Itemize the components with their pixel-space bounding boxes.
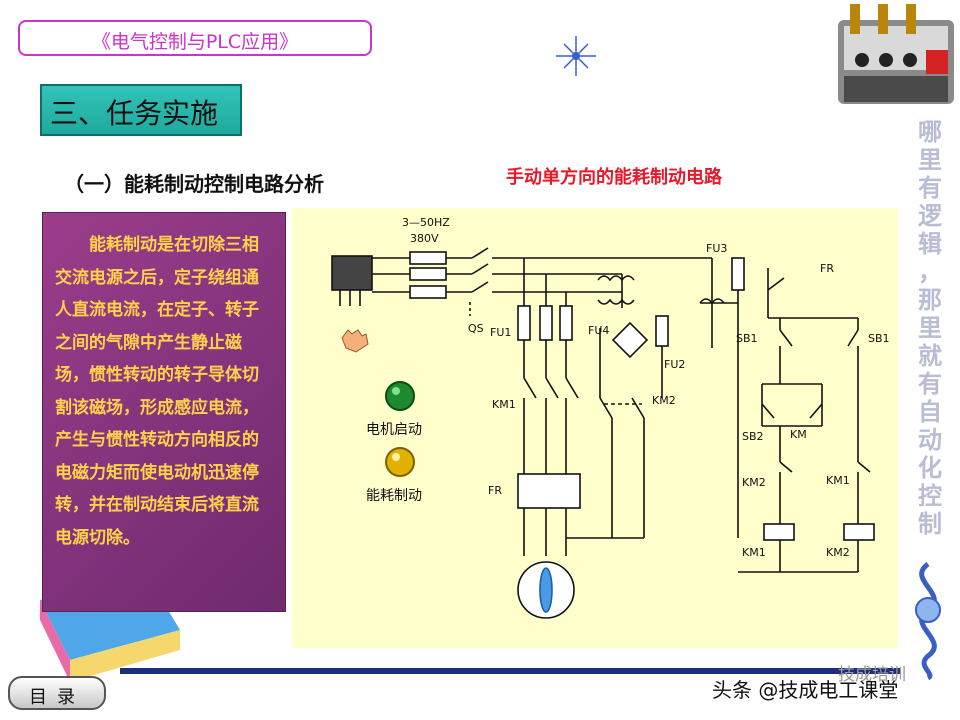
fr-control-label: FR	[820, 262, 834, 275]
slogan-char: 就	[918, 342, 942, 370]
course-title-box: 《电气控制与PLC应用》	[18, 20, 372, 56]
fu3-label: FU3	[706, 242, 727, 255]
watermark: 头条 @技成电工课堂	[712, 678, 899, 702]
watermark-background-text: 技成培训	[838, 665, 906, 685]
fu4-label: FU4	[588, 324, 609, 337]
km1-coil-label: KM1	[742, 546, 766, 559]
slogan-char: ，	[918, 258, 942, 286]
start-button-label: 电机启动	[366, 422, 422, 438]
start-button[interactable]: 电机启动	[366, 381, 422, 438]
thermal-relay-image	[838, 4, 954, 104]
ornament-decoration	[915, 561, 941, 680]
sb1-left-label: SB1	[736, 332, 758, 345]
description-box: 能耗制动是在切除三相交流电源之后，定子绕组通人直流电流，在定子、转子之间的气隙中…	[42, 212, 286, 612]
supply-voltage-label: 380V	[410, 232, 439, 245]
menu-button-label: 目录	[29, 687, 85, 708]
supply-frequency-label: 3—50HZ	[402, 216, 450, 229]
km1-main-label: KM1	[492, 398, 516, 411]
slogan-char: 有	[918, 370, 942, 398]
slogan-char: 控	[918, 482, 942, 510]
slogan-char: 制	[918, 510, 942, 538]
diagram-background	[292, 208, 898, 648]
km2-main-label: KM2	[652, 394, 676, 407]
sparkle-decoration	[556, 36, 596, 76]
brake-button-label: 能耗制动	[366, 488, 422, 504]
km2-interlock-label: KM2	[742, 476, 766, 489]
description-text: 能耗制动是在切除三相交流电源之后，定子绕组通人直流电流，在定子、转子之间的气隙中…	[55, 235, 259, 548]
slogan-char: 那	[918, 286, 942, 314]
circuit-diagram: 3—50HZ 380V QS FU1 FU4 FU2 FU3 KM1 KM2 F…	[292, 208, 898, 648]
slogan-char: 自	[918, 398, 942, 426]
km2-coil-label: KM2	[826, 546, 850, 559]
hand-pointer-icon	[341, 329, 369, 353]
course-title: 《电气控制与PLC应用》	[91, 31, 299, 53]
vertical-slogan: 哪 里 有 逻 辑 ， 那 里 就 有 自 动 化 控 制	[912, 118, 948, 538]
fu1-label: FU1	[490, 326, 511, 339]
slogan-char: 动	[918, 426, 942, 454]
sub-heading: （一）能耗制动控制电路分析	[64, 172, 324, 196]
section-title: 三、任务实施	[50, 97, 219, 130]
sb2-label: SB2	[742, 430, 764, 443]
diagram-caption: 手动单方向的能耗制动电路	[506, 167, 722, 188]
fu2-label: FU2	[664, 358, 685, 371]
slogan-char: 逻	[918, 202, 942, 230]
slogan-char: 里	[918, 146, 942, 174]
slogan-char: 化	[918, 454, 942, 482]
section-title-box: 三、任务实施	[40, 84, 242, 136]
menu-button[interactable]: 目录	[8, 676, 106, 710]
start-lamp-icon	[385, 381, 415, 411]
slogan-char: 辑	[918, 230, 942, 258]
fr-label: FR	[488, 484, 502, 497]
brake-lamp-icon	[385, 447, 415, 477]
km-hold-label: KM	[790, 428, 807, 441]
slogan-char: 里	[918, 314, 942, 342]
brake-button[interactable]: 能耗制动	[366, 447, 422, 504]
slogan-char: 哪	[918, 118, 942, 146]
km1-interlock-label: KM1	[826, 474, 850, 487]
slogan-char: 有	[918, 174, 942, 202]
footer-rule	[120, 668, 900, 674]
sb1-right-label: SB1	[868, 332, 890, 345]
qs-label: QS	[468, 322, 484, 335]
